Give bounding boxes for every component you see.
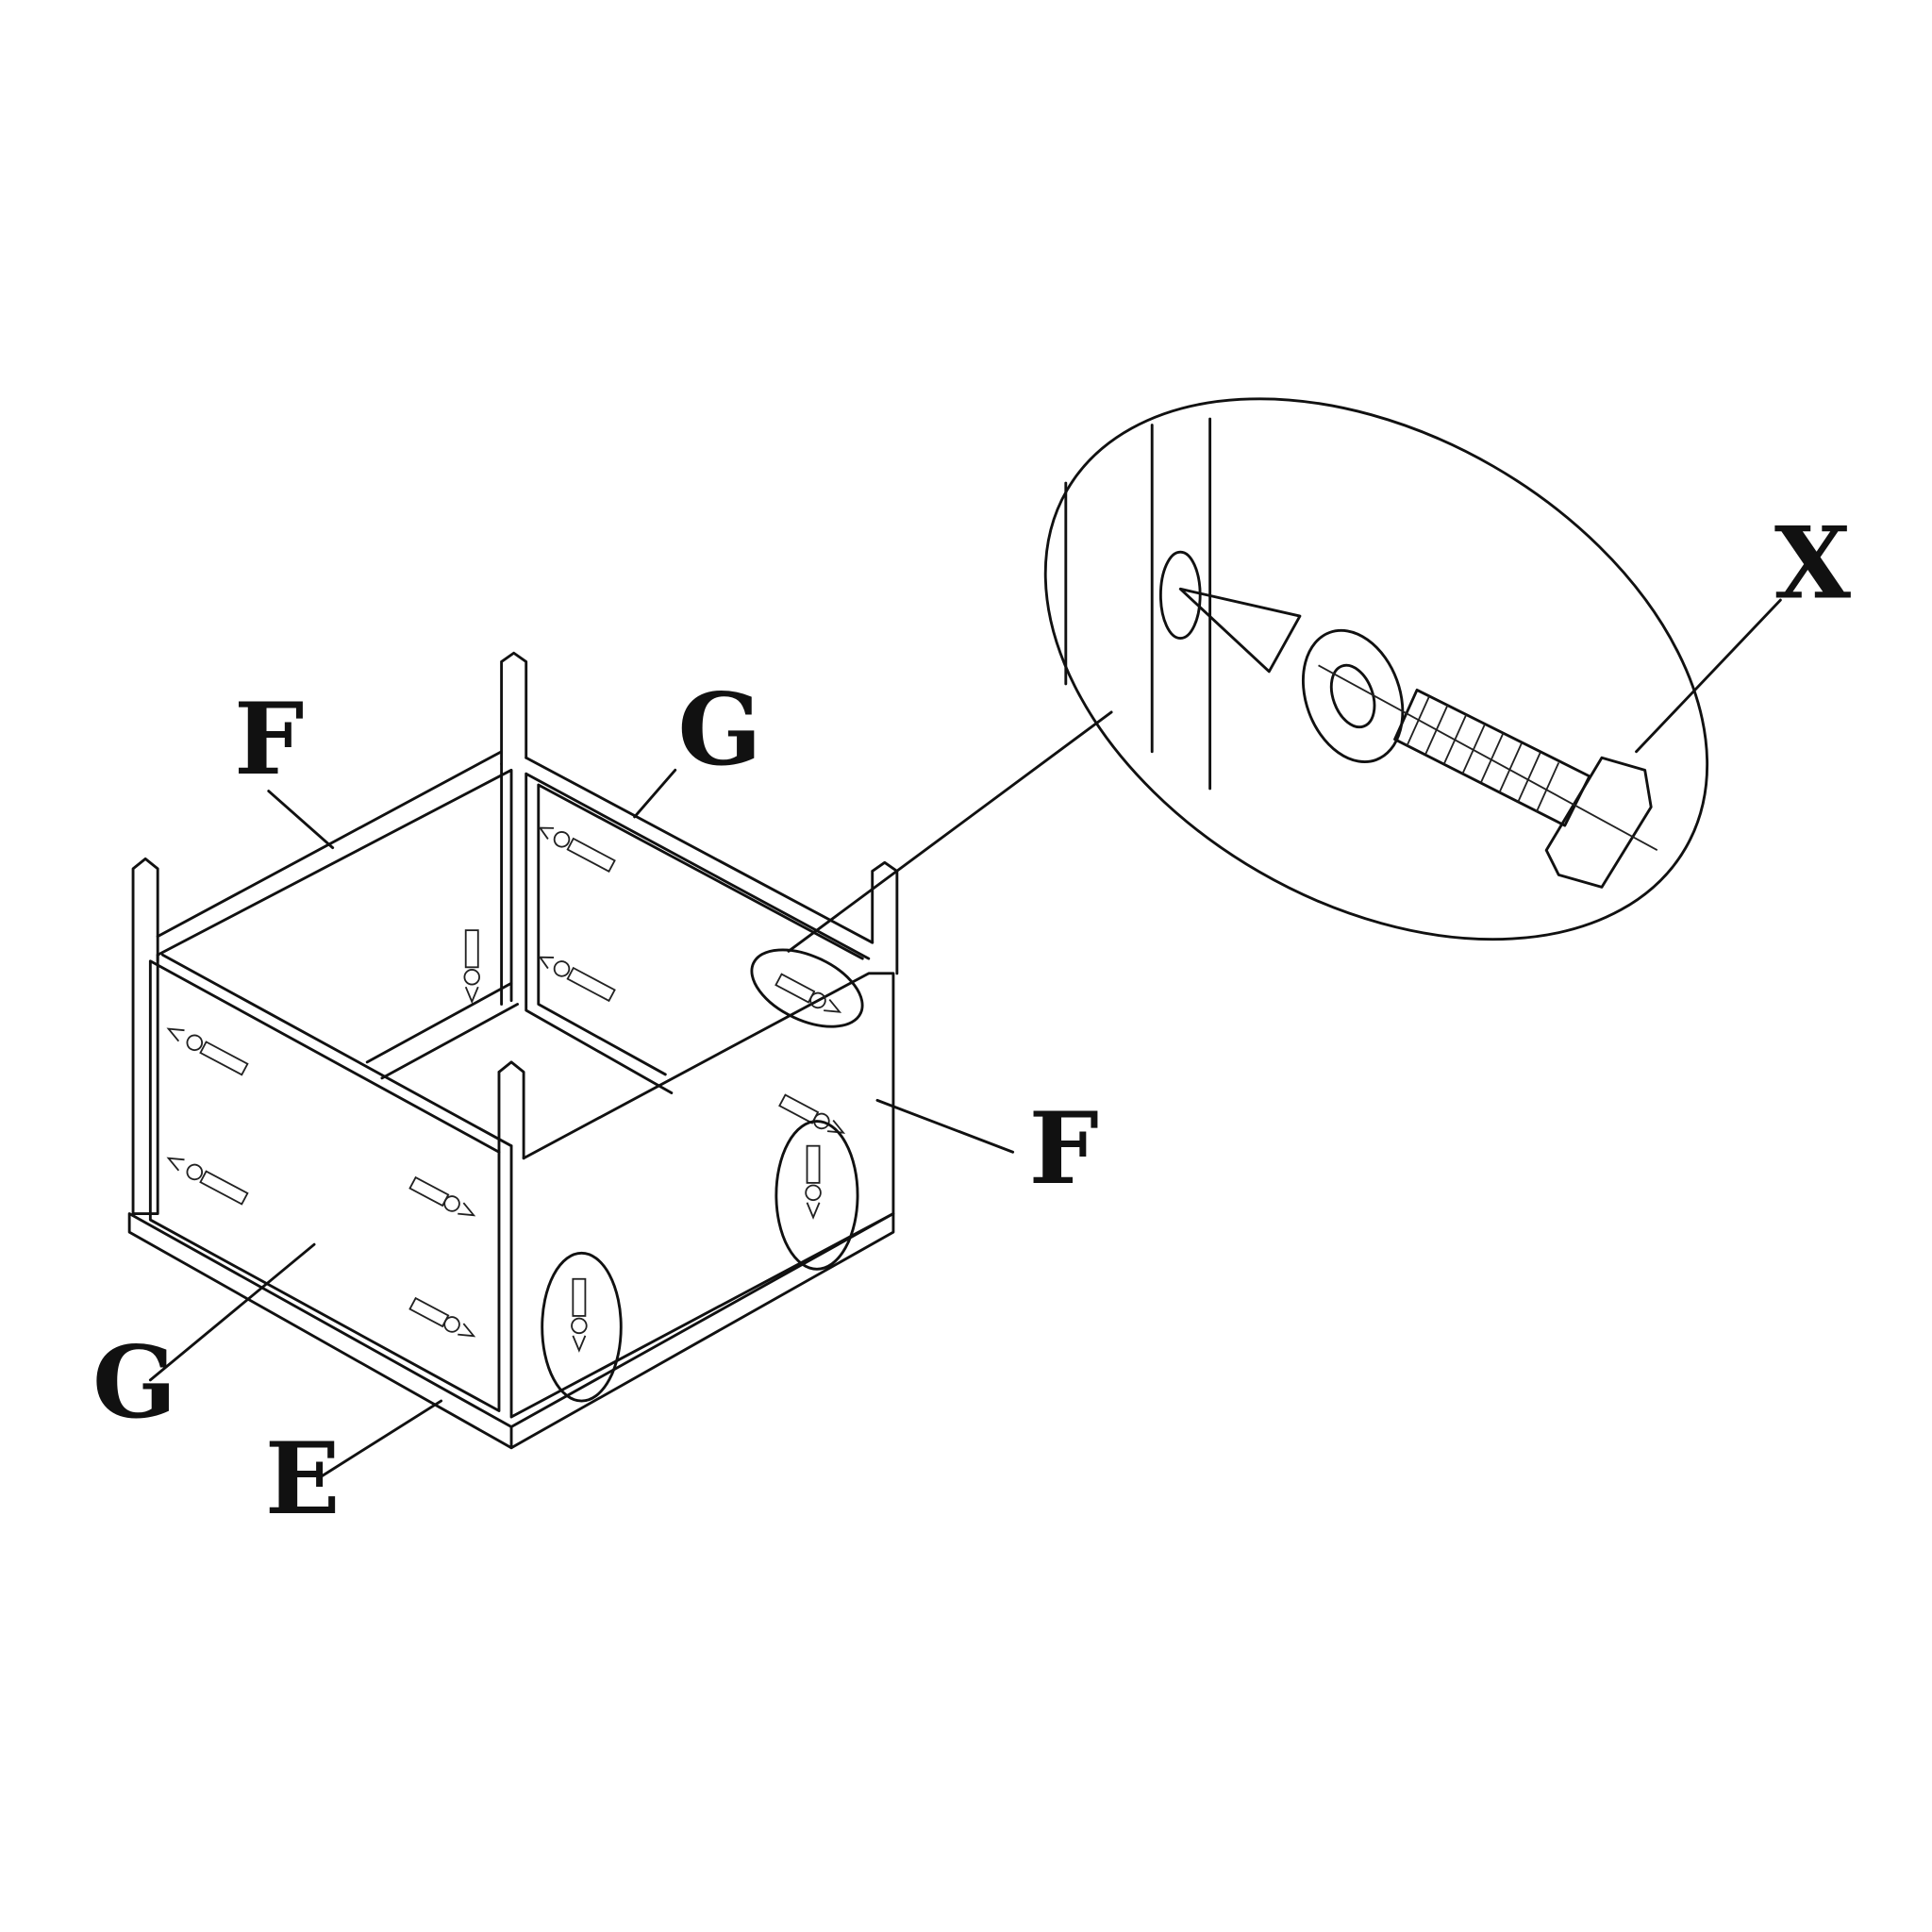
screws: [166, 826, 846, 1353]
label-front-right-panel: F: [1029, 1091, 1099, 1207]
label-front-left-panel: G: [92, 1324, 176, 1441]
leader-lines: [148, 598, 1782, 1480]
highlight-circles: [541, 948, 864, 1403]
back-left-panel-f: [156, 750, 513, 1006]
label-base: E: [265, 1421, 341, 1537]
corner-posts: [131, 651, 899, 1215]
back-right-panel-g: [525, 756, 874, 1094]
label-back-right-panel: G: [677, 672, 761, 788]
label-back-left-panel: F: [234, 681, 304, 797]
label-hardware: X: [1774, 505, 1851, 621]
front-right-panel-f: [509, 972, 895, 1419]
detail-callout: [787, 397, 1709, 953]
front-left-panel-g: [148, 953, 513, 1412]
base-panel-e: [127, 1212, 895, 1450]
floor-rails: [365, 981, 520, 1080]
